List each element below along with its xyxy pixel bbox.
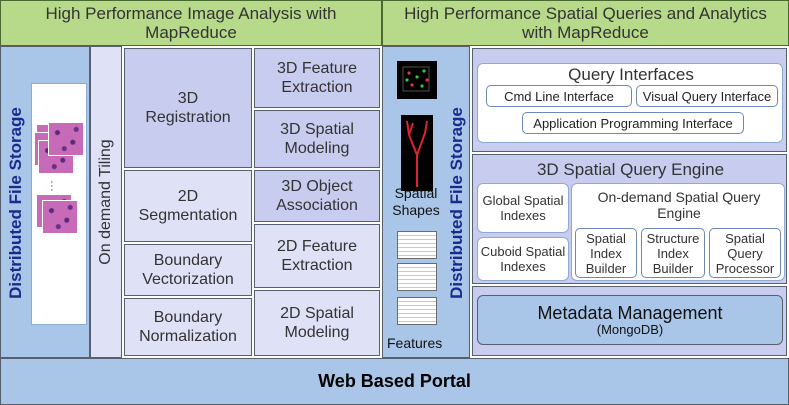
tissue-tile-3 [38, 140, 74, 174]
spatial-shapes-label: Spatial Shapes [392, 185, 440, 218]
module-2d-feature-extraction: 2D Feature Extraction [254, 224, 380, 288]
tissue-image-stack: ··· [31, 83, 87, 325]
feature-table-1 [397, 231, 437, 259]
web-portal-label: Web Based Portal [318, 371, 471, 391]
on-demand-query-engine-box: On-demand Spatial Query Engine Spatial I… [571, 183, 785, 281]
spatial-index-builder: Spatial Index Builder [575, 228, 637, 278]
metadata-title: Metadata Management [537, 303, 723, 323]
module-2d-segmentation: 2D Segmentation [124, 170, 252, 242]
query-interfaces-panel: Query Interfaces Cmd Line Interface Visu… [472, 48, 787, 152]
global-spatial-indexes: Global Spatial Indexes [477, 183, 569, 233]
module-3d-feature-extraction: 3D Feature Extraction [254, 48, 380, 108]
feature-table-2 [397, 263, 437, 291]
on-demand-engine-title: On-demand Spatial Query Engine [597, 189, 761, 221]
visual-query-interface-button[interactable]: Visual Query Interface [636, 85, 778, 107]
header-spatial-queries-text: High Performance Spatial Queries and Ana… [404, 4, 767, 42]
on-demand-tiling-panel: On demand Tiling [90, 46, 122, 358]
spatial-query-engine-panel: 3D Spatial Query Engine Global Spatial I… [472, 154, 787, 284]
metadata-subtitle: (MongoDB) [596, 322, 664, 337]
vessel-shape-image [401, 115, 433, 191]
features-label: Features [387, 335, 443, 351]
stack-ellipsis-dots: ··· [50, 176, 54, 196]
query-engine-title: 3D Spatial Query Engine [536, 160, 725, 179]
module-3d-spatial-modeling: 3D Spatial Modeling [254, 110, 380, 168]
metadata-panel: Metadata Management (MongoDB) [472, 286, 787, 356]
api-interface-button[interactable]: Application Programming Interface [522, 112, 744, 134]
structure-index-builder: Structure Index Builder [641, 228, 705, 278]
query-interfaces-box: Query Interfaces Cmd Line Interface Visu… [477, 63, 783, 143]
module-boundary-vectorization: Boundary Vectorization [124, 244, 252, 296]
module-3d-object-association: 3D Object Association [254, 170, 380, 222]
web-portal-bar[interactable]: Web Based Portal [0, 358, 789, 405]
metadata-management-box: Metadata Management (MongoDB) [477, 295, 783, 345]
spatial-query-processor: Spatial Query Processor [709, 228, 781, 278]
module-boundary-normalization: Boundary Normalization [124, 298, 252, 356]
header-image-analysis: High Performance Image Analysis with Map… [0, 0, 382, 46]
right-storage-label: Distributed File Storage [447, 107, 466, 299]
tissue-tile-6 [42, 200, 78, 234]
left-storage-label: Distributed File Storage [6, 107, 25, 299]
tiling-label: On demand Tiling [97, 139, 114, 265]
query-interfaces-title: Query Interfaces [568, 65, 694, 84]
feature-table-3 [397, 297, 437, 325]
right-storage-panel: Spatial Shapes Features Distributed File… [382, 46, 470, 358]
module-2d-spatial-modeling: 2D Spatial Modeling [254, 290, 380, 356]
tissue-tile-4 [48, 122, 84, 156]
cmd-line-interface-button[interactable]: Cmd Line Interface [486, 85, 632, 107]
left-storage-panel: Distributed File Storage ··· [0, 46, 90, 358]
3d-shape-cube-image [397, 61, 437, 99]
cuboid-spatial-indexes: Cuboid Spatial Indexes [477, 237, 569, 281]
header-spatial-queries: High Performance Spatial Queries and Ana… [382, 0, 789, 46]
module-3d-registration: 3D Registration [124, 48, 252, 168]
header-image-analysis-text: High Performance Image Analysis with Map… [45, 4, 337, 42]
